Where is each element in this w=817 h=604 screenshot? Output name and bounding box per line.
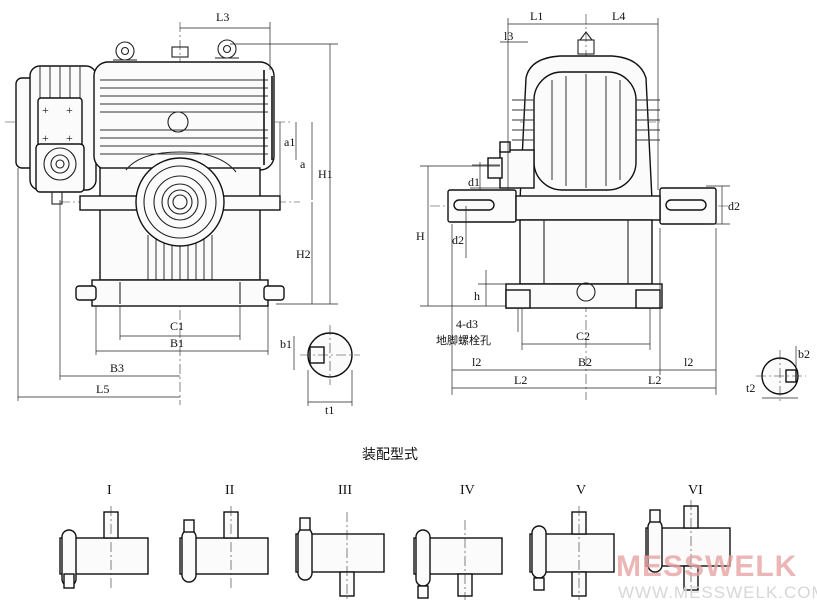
- assembly-type-4: IV: [413, 483, 503, 600]
- dim-label-L3: L3: [216, 10, 229, 24]
- gear-housing-side-lower: [505, 219, 663, 309]
- dim-label-l2-right: l2: [684, 355, 693, 369]
- dim-label-d2-left: d2: [452, 233, 464, 247]
- dim-label-H: H: [416, 229, 425, 243]
- side-dimensions: [420, 18, 798, 399]
- dim-label-C1: C1: [170, 319, 184, 333]
- dim-label-l2-left: l2: [472, 355, 481, 369]
- assembly-types: I II III IV: [59, 483, 731, 600]
- assembly-type-5: V: [529, 483, 615, 600]
- worm-housing-upper: [93, 61, 275, 171]
- dim-label-H2: H2: [296, 247, 311, 261]
- dim-label-B1: B1: [170, 336, 184, 350]
- svg-text:+: +: [66, 103, 73, 117]
- dim-label-d1: d1: [468, 175, 480, 189]
- dim-label-C2: C2: [576, 329, 590, 343]
- svg-text:II: II: [225, 483, 235, 498]
- dim-label-b2: b2: [798, 347, 810, 361]
- dim-label-L5: L5: [96, 382, 109, 396]
- assembly-type-2: II: [179, 483, 269, 590]
- svg-text:III: III: [338, 483, 352, 498]
- dim-label-a: a: [300, 157, 306, 171]
- front-dimensions: [17, 22, 353, 406]
- assembly-title: 装配型式: [362, 447, 418, 463]
- vent-plug: [577, 31, 595, 55]
- lifting-eye-right: [215, 39, 239, 59]
- dim-label-l3: l3: [504, 29, 513, 43]
- dim-label-B2: B2: [578, 355, 592, 369]
- lifting-eye-left: [113, 41, 137, 61]
- input-shaft: [487, 141, 535, 189]
- dim-label-L2-left: L2: [514, 373, 527, 387]
- svg-text:+: +: [42, 103, 49, 117]
- breather-plug: [171, 46, 189, 58]
- dim-label-a1: a1: [284, 135, 295, 149]
- dim-label-L1: L1: [530, 9, 543, 23]
- dim-label-H1: H1: [318, 167, 333, 181]
- gear-housing-lower: [79, 151, 281, 281]
- svg-text:VI: VI: [688, 483, 703, 498]
- dim-label-d2-right: d2: [728, 199, 740, 213]
- key-section-b1: [300, 325, 360, 385]
- svg-text:IV: IV: [460, 483, 475, 498]
- watermark: MESSWELK WWW.MESSWELK.COM: [616, 550, 817, 602]
- dim-label-b1: b1: [280, 337, 292, 351]
- key-section-b2: [756, 350, 806, 402]
- svg-text:+: +: [66, 131, 73, 145]
- assembly-type-1: I: [59, 483, 149, 590]
- base-plate: [75, 279, 285, 307]
- dim-label-t2: t2: [746, 381, 755, 395]
- svg-text:I: I: [107, 483, 112, 498]
- dim-label-t1: t1: [325, 403, 334, 417]
- assembly-type-6: VI: [645, 483, 731, 596]
- dim-label-L2-right: L2: [648, 373, 661, 387]
- dim-label-h: h: [474, 289, 480, 303]
- svg-text:MESSWELK: MESSWELK: [616, 550, 797, 583]
- svg-text:WWW.MESSWELK.COM: WWW.MESSWELK.COM: [618, 583, 817, 602]
- dim-label-B3: B3: [110, 361, 124, 375]
- dim-label-holes: 4-d3: [456, 317, 478, 331]
- motor-housing: + + + +: [15, 65, 97, 205]
- side-view: L1 L4 l3 d1 d2 H d2 h 4-d3 地脚螺栓孔 C2 l2 B…: [416, 9, 810, 402]
- worm-housing-side: [512, 55, 660, 201]
- dim-label-holes-note: 地脚螺栓孔: [436, 333, 491, 347]
- front-view: + + + +: [5, 10, 360, 417]
- svg-text:V: V: [576, 483, 586, 498]
- assembly-type-3: III: [295, 483, 385, 600]
- dim-label-L4: L4: [612, 9, 625, 23]
- svg-text:+: +: [42, 131, 49, 145]
